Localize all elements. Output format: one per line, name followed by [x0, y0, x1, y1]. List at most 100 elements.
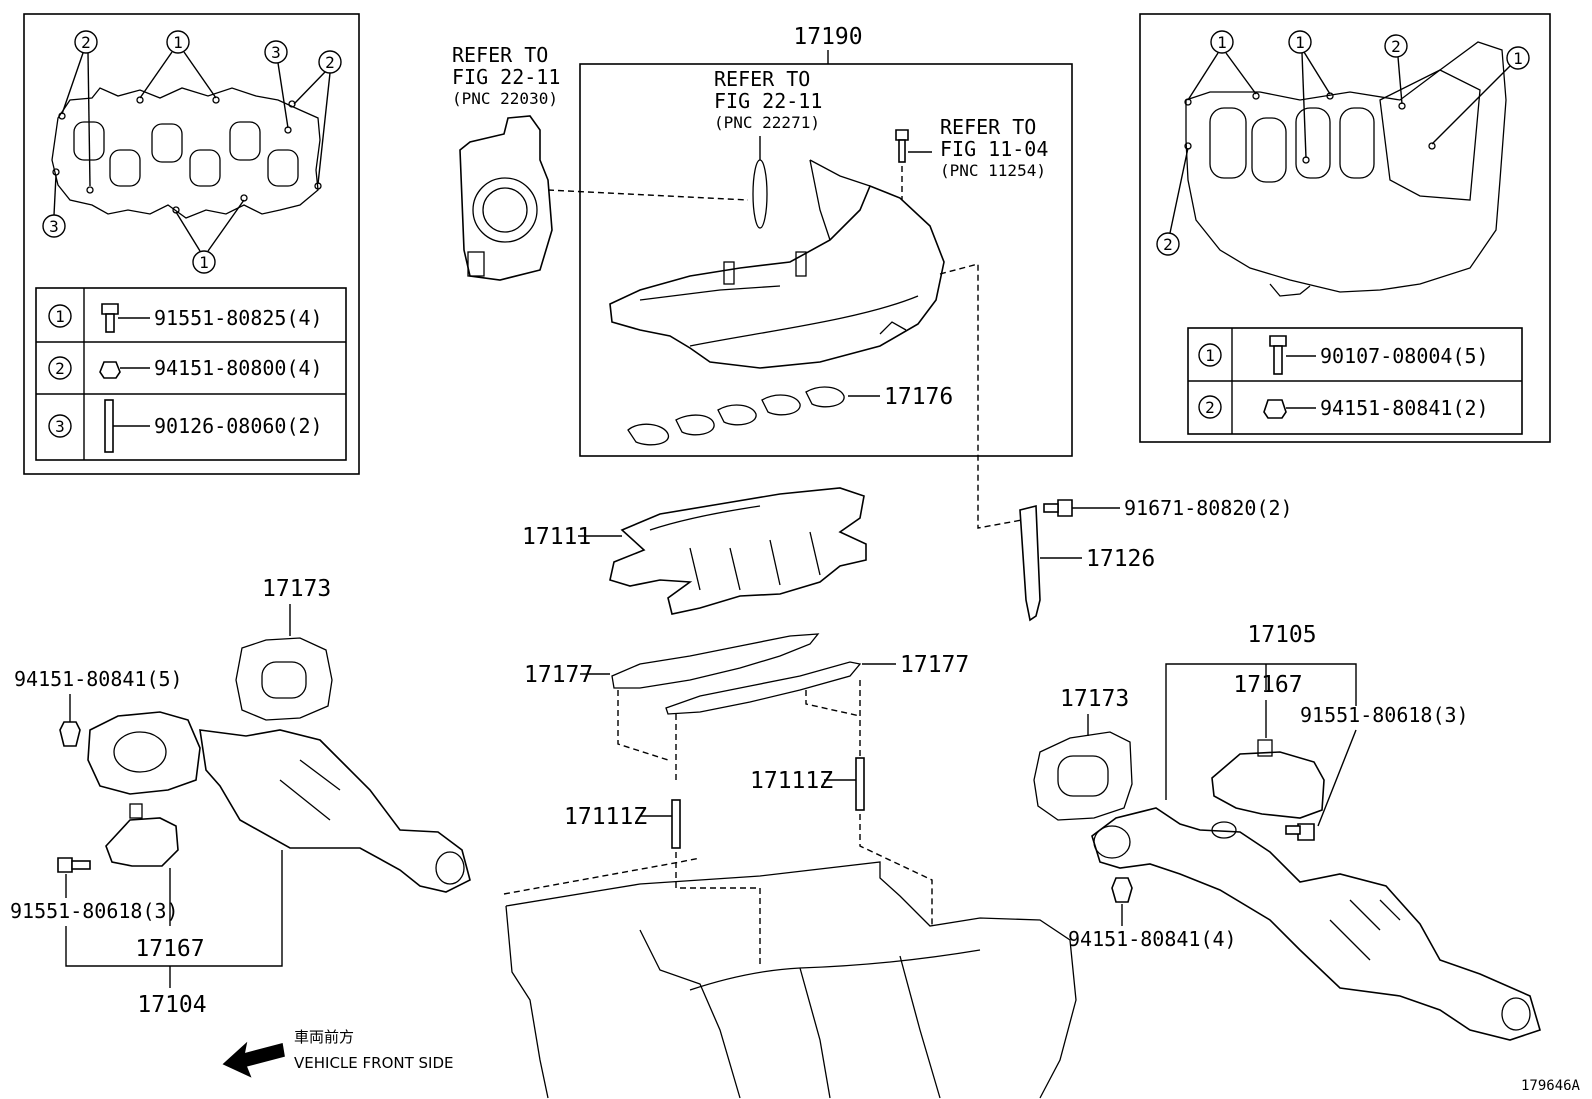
left-inset-callout-3b: 3	[42, 174, 66, 238]
right-inset-frame	[1139, 13, 1551, 443]
svg-text:FIG 22-11: FIG 22-11	[452, 65, 560, 89]
svg-text:1: 1	[199, 253, 209, 272]
bolt-icon	[1285, 823, 1315, 841]
right-inset-callout-2a: 2	[1384, 34, 1408, 105]
svg-text:3: 3	[49, 217, 59, 236]
svg-text:3: 3	[55, 417, 65, 436]
svg-text:2: 2	[1163, 235, 1173, 254]
left-inset-callout-1a: 1	[139, 30, 217, 99]
part-17111z-right-label: 17111Z	[750, 768, 833, 794]
part-17126-label: 17126	[1086, 546, 1155, 572]
heat-insulator-right-drawing	[1211, 739, 1325, 819]
part-94151-4-label: 94151-80841(4)	[1068, 927, 1237, 951]
part-91551-right-label: 91551-80618(3)	[1300, 703, 1469, 727]
part-17111-label: 17111	[522, 524, 591, 550]
engine-block-drawing	[503, 857, 1077, 1099]
part-17173-right-label: 17173	[1060, 686, 1129, 712]
bolt-icon	[895, 129, 932, 163]
gasket-17173-right-drawing	[1033, 731, 1133, 821]
arrow-left-icon	[222, 1041, 285, 1078]
bracket-17126: 17126 91671-80820(2)	[1019, 496, 1293, 622]
right-legend-row-1: 1 90107-08004(5)	[1198, 335, 1489, 375]
left-legend-row-3: 3 90126-08060(2)	[48, 399, 323, 453]
svg-text:1: 1	[1217, 33, 1227, 52]
right-inset: 1 1 2 1 2 1	[1139, 13, 1551, 443]
right-legend-row-2: 2 94151-80841(2)	[1198, 395, 1489, 420]
left-inset-manifold-drawing	[51, 87, 322, 219]
svg-text:FIG 22-11: FIG 22-11	[714, 89, 822, 113]
part-17190-label: 17190	[793, 24, 862, 50]
svg-text:REFER TO: REFER TO	[714, 67, 810, 91]
left-inset: 2 1 3 2 3 1	[23, 13, 360, 475]
svg-text:2: 2	[1205, 398, 1215, 417]
guide-line-bracket	[939, 263, 1023, 529]
front-exhaust-pipe-drawing	[87, 711, 471, 893]
intake-manifold-drawing	[609, 159, 945, 369]
svg-text:REFER TO: REFER TO	[940, 115, 1036, 139]
right-inset-callout-2b: 2	[1156, 147, 1189, 256]
svg-text:94151-80841(2): 94151-80841(2)	[1320, 396, 1489, 420]
svg-text:(PNC 22030): (PNC 22030)	[452, 89, 558, 108]
part-17177-right-label: 17177	[900, 652, 969, 678]
diagram-id: 179646A	[1521, 1078, 1581, 1094]
svg-text:1: 1	[1513, 49, 1523, 68]
left-inset-callout-2b: 2	[293, 50, 342, 185]
refer-throttle-body-note: REFER TO FIG 22-11 (PNC 22030)	[452, 43, 560, 108]
nut-icon	[99, 361, 121, 379]
part-17167-left-label: 17167	[135, 936, 204, 962]
nut-icon	[59, 721, 81, 747]
part-17104-label: 17104	[137, 992, 206, 1018]
svg-text:1: 1	[1205, 346, 1215, 365]
svg-text:90107-08004(5): 90107-08004(5)	[1320, 344, 1489, 368]
svg-text:1: 1	[173, 33, 183, 52]
svg-text:2: 2	[1391, 37, 1401, 56]
svg-text:94151-80800(4): 94151-80800(4)	[154, 356, 323, 380]
front-exhaust-pipe-right-drawing	[1091, 807, 1541, 1041]
right-exhaust-assembly: 17105 17167 91551-80618(3) 17173	[1033, 622, 1541, 1041]
refer-gasket-note: REFER TO FIG 22-11 (PNC 22271)	[714, 67, 822, 132]
intake-manifold-frame	[579, 63, 1073, 457]
svg-text:90126-08060(2): 90126-08060(2)	[154, 414, 323, 438]
studs-17111z: 17111Z 17111Z	[564, 757, 933, 964]
svg-text:2: 2	[81, 33, 91, 52]
svg-text:(PNC 22271): (PNC 22271)	[714, 113, 820, 132]
lower-manifold-17111: 17111	[522, 487, 867, 615]
nut-icon	[1111, 877, 1133, 903]
front-side-jp-label: 車両前方	[294, 1028, 354, 1046]
stud-icon	[104, 399, 114, 453]
svg-text:2: 2	[325, 53, 335, 72]
bolt-icon	[1043, 499, 1073, 517]
svg-text:2: 2	[55, 359, 65, 378]
part-17173-left-label: 17173	[262, 576, 331, 602]
svg-text:FIG 11-04: FIG 11-04	[940, 137, 1048, 161]
part-91551-left-label: 91551-80618(3)	[10, 899, 179, 923]
right-inset-callout-1a: 1	[1187, 30, 1257, 101]
part-17167-right-label: 17167	[1233, 672, 1302, 698]
svg-text:91551-80825(4): 91551-80825(4)	[154, 306, 323, 330]
right-inset-callout-1c: 1	[1431, 46, 1530, 145]
left-inset-callout-3a: 3	[264, 40, 289, 129]
throttle-body-drawing	[459, 115, 553, 281]
part-17111z-left-label: 17111Z	[564, 804, 647, 830]
part-94151-5-label: 94151-80841(5)	[14, 667, 183, 691]
right-inset-manifold-drawing	[1184, 41, 1507, 297]
bolt-icon	[1269, 335, 1287, 375]
vehicle-front-direction: 車両前方 VEHICLE FRONT SIDE	[222, 1028, 454, 1078]
left-inset-legend: 1 91551-80825(4) 2 94151-80800(4) 3	[35, 287, 347, 461]
left-legend-row-2: 2 94151-80800(4)	[48, 356, 323, 380]
right-inset-callout-1b: 1	[1288, 30, 1331, 159]
part-17105-label: 17105	[1247, 622, 1316, 648]
front-side-en-label: VEHICLE FRONT SIDE	[294, 1054, 454, 1072]
throttle-gasket-ring-drawing	[752, 136, 768, 229]
svg-text:1: 1	[55, 307, 65, 326]
nut-icon	[1263, 399, 1287, 419]
exhaust-gaskets-17177: 17177 17177	[524, 633, 969, 780]
bolt-icon	[101, 303, 119, 333]
left-inset-callout-2a: 2	[61, 30, 98, 187]
svg-text:3: 3	[271, 43, 281, 62]
svg-text:REFER TO: REFER TO	[452, 43, 548, 67]
svg-text:1: 1	[1295, 33, 1305, 52]
refer-bolt-note: REFER TO FIG 11-04 (PNC 11254)	[940, 115, 1048, 180]
heat-insulator-left-drawing	[105, 803, 179, 867]
